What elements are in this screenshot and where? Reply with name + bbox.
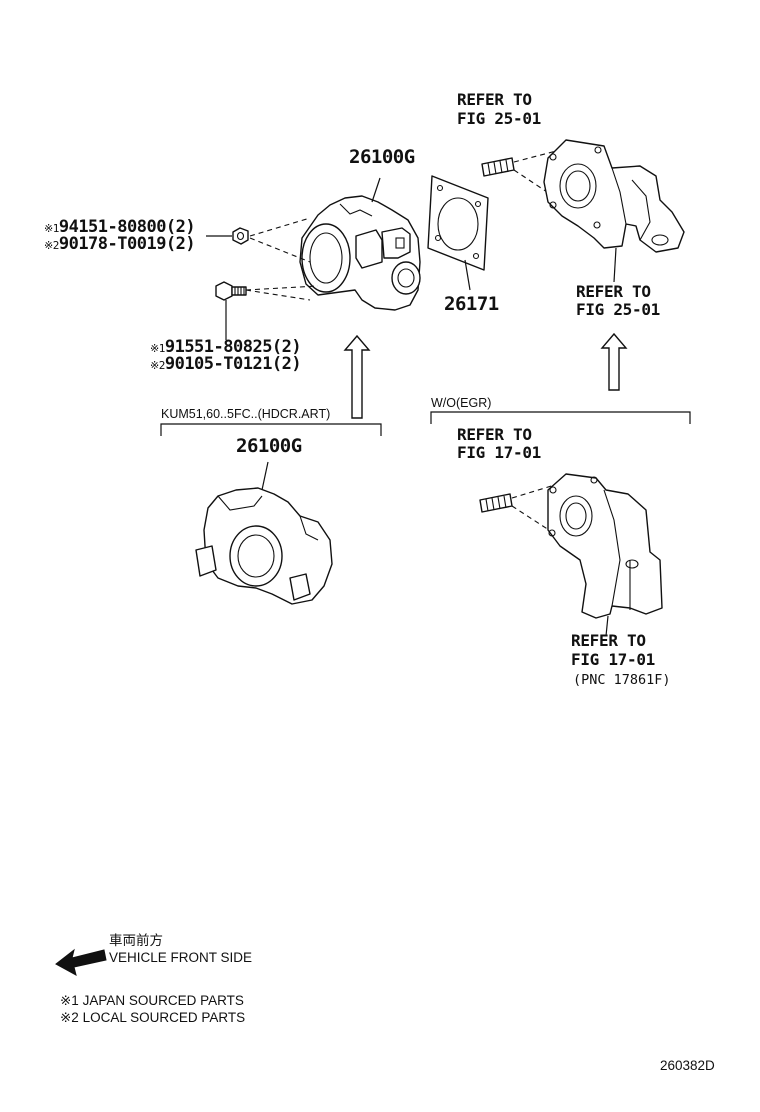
bolt-jp-line[interactable]: ※191551-80825(2)	[150, 337, 302, 357]
stud-bottom-illustration	[479, 493, 513, 513]
throttle-body-main-illustration	[299, 195, 421, 311]
refer-manifold-top-line1: REFER TO	[576, 282, 651, 301]
refer-manifold-top-line2[interactable]: FIG 25-01	[576, 300, 660, 319]
bolt-illustration	[215, 281, 247, 301]
nut-local-line[interactable]: ※290178-T0019(2)	[44, 234, 196, 254]
refer-stud-bottom-line2[interactable]: FIG 17-01	[457, 443, 541, 462]
note-local-sourced: ※2 LOCAL SOURCED PARTS	[60, 1010, 246, 1025]
refer-manifold-bottom-line2[interactable]: FIG 17-01	[571, 650, 655, 669]
throttle-body-alt-illustration	[195, 487, 333, 605]
part-number-gasket[interactable]: 26171	[444, 293, 499, 315]
stud-top-illustration	[481, 157, 515, 177]
part-number-throttle-body[interactable]: 26100G	[349, 146, 415, 168]
condition-left: KUM51,60..5FC..(HDCR.ART)	[161, 407, 331, 421]
refer-stud-top-line1: REFER TO	[457, 90, 532, 109]
manifold-bottom-illustration	[547, 473, 663, 619]
note-japan-sourced: ※1 JAPAN SOURCED PARTS	[60, 993, 244, 1008]
pnc-reference: (PNC 17861F)	[573, 672, 671, 688]
diagram-code: 260382D	[660, 1058, 715, 1073]
left-arrow-icon	[55, 948, 107, 976]
bolt-local-line[interactable]: ※290105-T0121(2)	[150, 354, 302, 374]
gasket-illustration	[427, 175, 489, 271]
direction-english: VEHICLE FRONT SIDE	[109, 950, 253, 965]
up-arrow-right-icon	[600, 332, 628, 391]
nut-jp-line[interactable]: ※194151-80800(2)	[44, 217, 196, 237]
up-arrow-left-icon	[343, 334, 371, 419]
condition-right: W/O(EGR)	[431, 396, 492, 410]
nut-illustration	[232, 227, 249, 245]
refer-stud-bottom-line1: REFER TO	[457, 425, 532, 444]
refer-stud-top-line2[interactable]: FIG 25-01	[457, 109, 541, 128]
refer-manifold-bottom-line1: REFER TO	[571, 631, 646, 650]
manifold-top-illustration	[543, 139, 685, 253]
part-number-throttle-body-alt[interactable]: 26100G	[236, 435, 302, 457]
direction-japanese: 車両前方	[109, 933, 163, 948]
